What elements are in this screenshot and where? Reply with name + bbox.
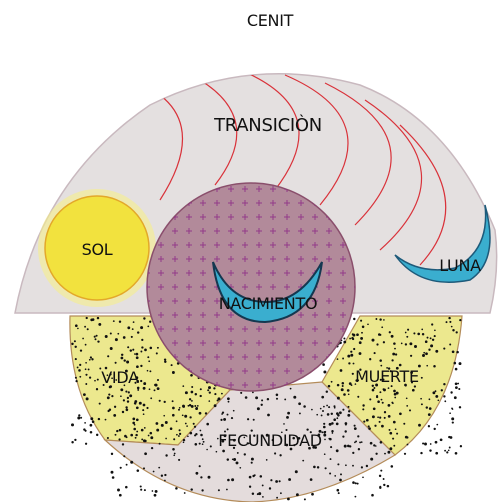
label-muerte: MUERTE	[355, 367, 419, 386]
label-nacimiento: NACIMIENTO	[219, 294, 318, 313]
label-cenit: CENIT	[247, 11, 294, 30]
label-transicion: TRANSICIÒN	[213, 114, 322, 136]
label-sol: SOL	[82, 240, 113, 259]
label-fecundidad: FECUNDIDAD	[218, 431, 322, 450]
label-luna: LUNA	[439, 256, 481, 275]
nacimiento-plus-pattern	[147, 183, 355, 391]
label-vida: VIDA	[101, 368, 139, 387]
